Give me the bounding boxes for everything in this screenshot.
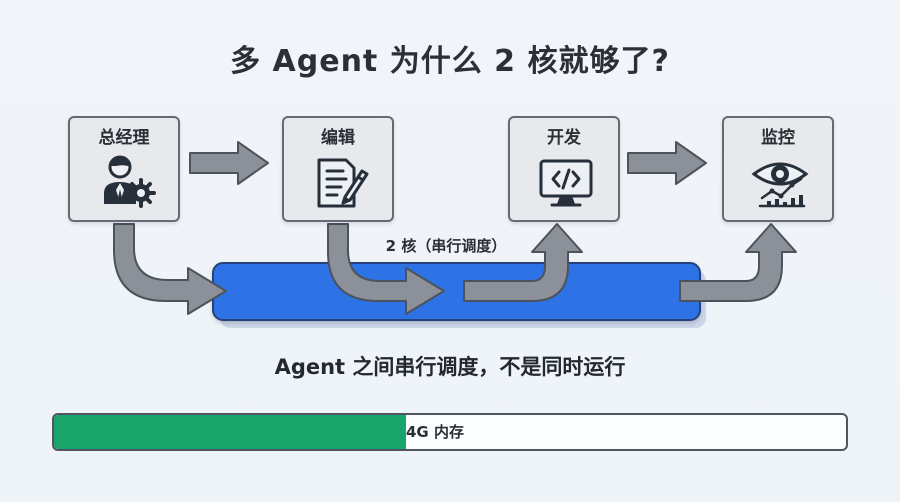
- diagram-caption: Agent 之间串行调度，不是同时运行: [274, 355, 626, 379]
- arrow-dev-to-monitor: [627, 141, 707, 185]
- code-monitor-icon: [539, 159, 593, 207]
- agent-label-dev: 开发: [547, 128, 581, 148]
- edit-document-icon: [317, 158, 369, 208]
- arrow-cpu-to-dev: [463, 223, 583, 302]
- diagram-title: 多 Agent 为什么 2 核就够了?: [230, 44, 670, 79]
- arrow-editor-to-cpu: [327, 223, 445, 315]
- agent-card-dev: 开发: [508, 116, 620, 222]
- arrow-manager-to-editor: [189, 141, 269, 185]
- cpu-lane-label: 2 核（串行调度）: [385, 237, 507, 255]
- agent-label-monitor: 监控: [761, 128, 795, 148]
- memory-bar: 4G 内存: [52, 413, 848, 451]
- memory-label: 4G 内存: [406, 423, 464, 441]
- agent-label-editor: 编辑: [321, 128, 355, 148]
- memory-used-fill: [54, 415, 407, 449]
- eye-chart-icon: [751, 162, 809, 208]
- agent-card-editor: 编辑: [282, 116, 394, 222]
- agent-card-monitor: 监控: [722, 116, 834, 222]
- cpu-lane: [212, 262, 701, 321]
- manager-gear-icon: [104, 155, 156, 208]
- arrow-cpu-to-monitor: [679, 223, 797, 302]
- agent-label-manager: 总经理: [98, 128, 150, 148]
- arrow-manager-to-cpu: [113, 223, 227, 315]
- agent-card-manager: 总经理: [68, 116, 180, 222]
